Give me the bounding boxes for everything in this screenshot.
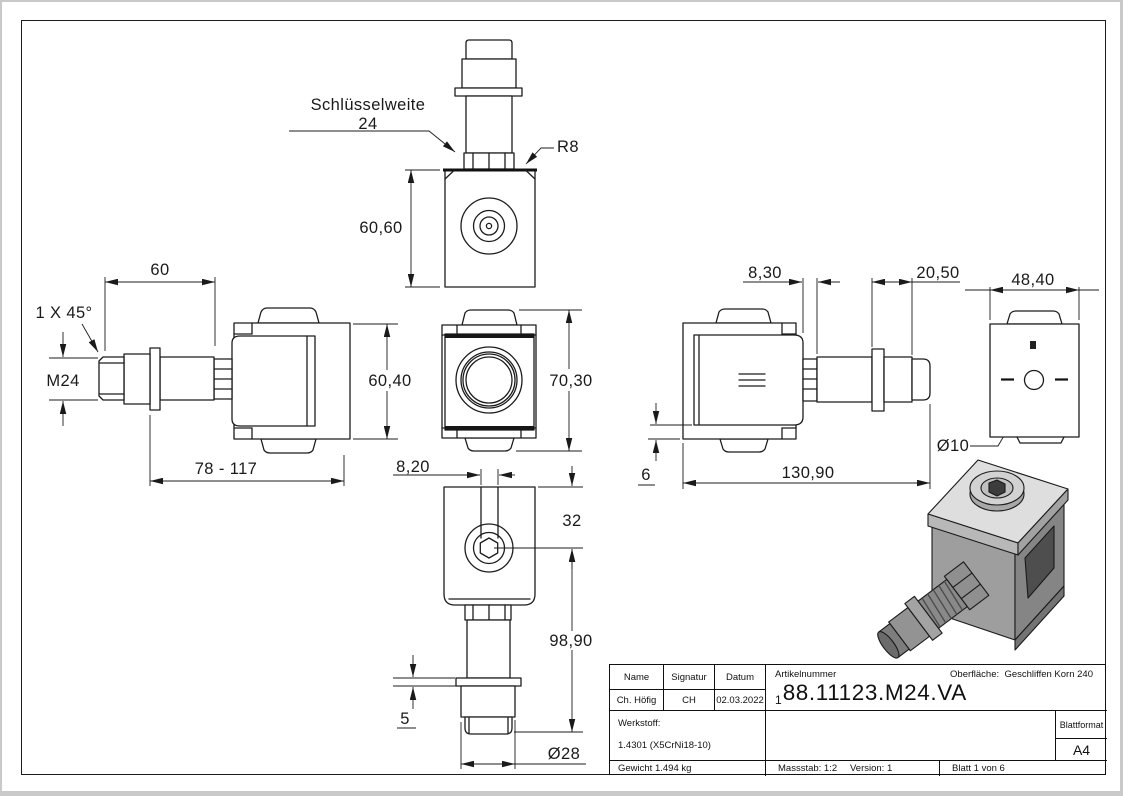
article-number: 188.11123.M24.VA <box>775 680 967 707</box>
signature-column-header: Signatur <box>664 665 715 690</box>
view-isometric <box>877 459 1069 659</box>
scale-value: Massstab: 1:2 <box>778 763 838 774</box>
dim-8-20: 8,20 <box>396 458 430 476</box>
view-right-side <box>682 308 931 453</box>
article-number-label: Artikelnummer <box>775 669 837 680</box>
label-r8: R8 <box>557 138 579 156</box>
view-end <box>989 310 1080 444</box>
scale-version-cell: Massstab: 1:2 Version: 1 <box>766 761 940 776</box>
dim-98-90: 98,90 <box>549 632 592 650</box>
dims-right-side-view: 8,30 20,50 6 130,90 Ø10 <box>638 264 1030 489</box>
view-top <box>443 39 537 288</box>
material-value: 1.4301 (X5CrNi18-10) <box>618 740 711 751</box>
surface-finish: Oberfläche: Geschliffen Korn 240 <box>950 669 1093 680</box>
view-front <box>441 309 537 452</box>
label-m24: M24 <box>46 372 79 390</box>
weight-cell: Gewicht 1.494 kg <box>610 761 766 776</box>
sheet-number-cell: Blatt 1 von 6 <box>940 761 1107 776</box>
label-schluesselweite-value: 24 <box>358 115 377 133</box>
drawing-frame <box>21 20 1106 775</box>
dims-top-view: 60,60 Schlüsselweite 24 R8 <box>289 96 579 288</box>
dim-78-117: 78 - 117 <box>195 460 258 478</box>
dim-8-30: 8,30 <box>748 264 782 282</box>
view-left-side <box>98 307 351 454</box>
label-dia-10: Ø10 <box>937 437 969 455</box>
dim-60: 60 <box>150 261 169 279</box>
set-screw-mark <box>1030 341 1036 349</box>
sheet-number-value: Blatt 1 von 6 <box>952 763 1005 774</box>
dim-6: 6 <box>641 466 651 484</box>
article-cell: Artikelnummer Oberfläche: Geschliffen Ko… <box>766 665 1107 711</box>
dims-left-side-view: 60 1 X 45° M24 60,40 78 - 117 <box>35 261 411 486</box>
weight-value: Gewicht 1.494 kg <box>618 763 692 774</box>
dim-130-90: 130,90 <box>782 464 835 482</box>
dim-48-40: 48,40 <box>1011 271 1054 289</box>
dim-5: 5 <box>400 710 410 728</box>
material-label: Werkstoff: <box>618 718 661 729</box>
surface-label: Oberfläche: <box>950 669 1000 680</box>
date-column-header: Datum <box>715 665 766 690</box>
dims-bottom-view: 8,20 32 98,90 5 Ø28 <box>393 458 596 769</box>
label-chamfer: 1 X 45° <box>35 304 92 322</box>
author-name: Ch. Höfig <box>610 690 664 711</box>
sheet-format-value: A4 <box>1056 739 1107 761</box>
dim-dia-28: Ø28 <box>548 745 580 763</box>
dim-60-60: 60,60 <box>359 219 402 237</box>
author-signature: CH <box>664 690 715 711</box>
article-number-value: 88.11123.M24.VA <box>782 680 967 705</box>
label-schluesselweite: Schlüsselweite <box>311 96 426 114</box>
name-column-header: Name <box>610 665 664 690</box>
dim-60-40: 60,40 <box>368 372 411 390</box>
view-bottom <box>443 486 536 735</box>
sheet-format-label: Blattformat <box>1056 711 1107 739</box>
title-block: Name Signatur Datum Ch. Höfig CH 02.03.2… <box>609 664 1107 776</box>
article-number-prefix: 1 <box>775 693 782 707</box>
dim-32: 32 <box>562 512 581 530</box>
drawing-date: 02.03.2022 <box>715 690 766 711</box>
version-value: Version: 1 <box>850 763 893 774</box>
material-cell: Werkstoff: 1.4301 (X5CrNi18-10) <box>610 711 766 761</box>
dim-70-30: 70,30 <box>549 372 592 390</box>
dims-end-view: 48,40 <box>965 271 1099 320</box>
dim-20-50: 20,50 <box>916 264 959 282</box>
dims-front-view: 70,30 <box>516 309 596 452</box>
empty-cell <box>766 711 1056 761</box>
surface-value: Geschliffen Korn 240 <box>1004 669 1093 680</box>
